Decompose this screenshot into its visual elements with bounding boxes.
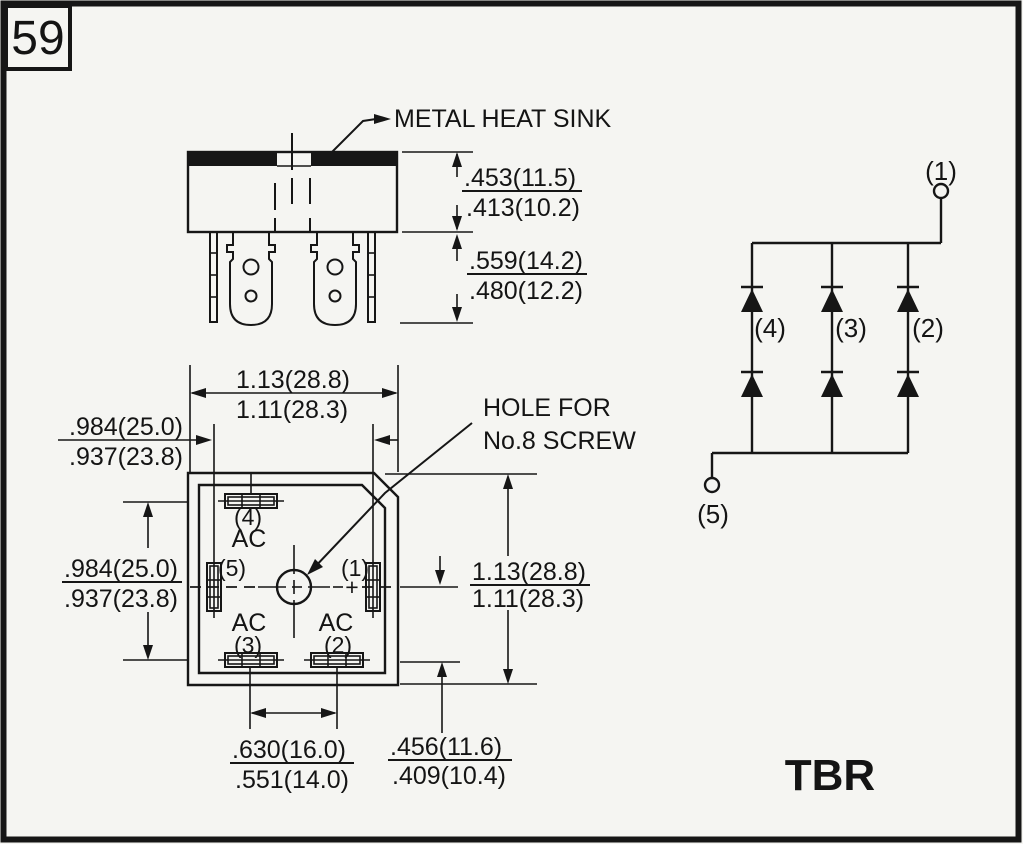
diode-icon [741,289,763,312]
pad3-ac-label: AC [232,609,267,637]
dim-pin-span-h-max: .984(25.0) [69,413,183,441]
dim-pin-span-v-max: .984(25.0) [64,555,178,583]
dim-pin-span-v-min: .937(23.8) [64,585,178,613]
hidden-lines [274,178,311,232]
schematic-label-4: (4) [754,313,786,343]
dim-body-height-max: .453(11.5) [464,164,576,192]
schematic-label-2: (2) [912,313,944,343]
pad-5 [206,424,222,618]
pad5-number: (5) [218,555,246,581]
package-inner-outline [197,483,387,675]
dim-height-min: 1.11(28.3) [472,585,584,613]
page-number-box: 59 [4,4,72,71]
diode-branch-3 [821,285,843,397]
dim-ac-pitch-min: .551(14.0) [235,766,349,794]
dim-width: 1.13(28.8) 1.11(28.3) [189,365,399,472]
dim-pin-span-horizontal: .984(25.0) .937(23.8) [58,413,398,471]
faston-tab [226,232,276,327]
dim-lead-length-max: .559(14.2) [469,247,583,275]
heat-sink-label: METAL HEAT SINK [394,105,612,133]
dim-ac-pitch: .630(16.0) .551(14.0) [230,473,354,794]
schematic-label-3: (3) [835,313,867,343]
dim-center-offset-max: .456(11.6) [390,733,502,761]
dim-width-max: 1.13(28.8) [236,366,350,394]
diode-icon [897,289,919,312]
pad1-polarity-mark: + [345,574,358,600]
diode-branch-4 [741,285,763,397]
dim-pin-span-vertical: .984(25.0) .937(23.8) [62,501,188,661]
pad-1 [365,424,381,618]
diode-icon [897,374,919,397]
schematic-terminal-1: (1) [925,156,957,186]
dim-width-min: 1.11(28.3) [236,396,348,424]
side-lead-right [367,231,376,323]
faston-tab [310,231,360,326]
terminal-5-node [703,476,721,494]
pad4-number: (4) [234,504,262,530]
side-view: METAL HEAT SINK .453(11.5) .413(10.2) .5… [186,105,612,327]
diode-icon [741,374,763,397]
pad3-number: (3) [234,632,262,658]
terminal-1-node [932,182,950,200]
hole-callout: HOLE FOR No.8 SCREW [307,394,636,575]
diode-icon [821,289,843,312]
dim-center-offset: .456(11.6) .409(10.4) [388,556,512,790]
page-number: 59 [11,12,64,65]
hole-label-line1: HOLE FOR [483,394,611,422]
dim-lead-length-min: .480(12.2) [469,277,583,305]
heat-sink-bar-left [188,151,277,166]
hole-label-line2: No.8 SCREW [483,427,636,455]
diode-icon [821,374,843,397]
side-view-dimensions: .453(11.5) .413(10.2) .559(14.2) .480(12… [400,151,587,324]
pad4-ac-label: AC [232,525,267,553]
bottom-view: (4) AC (5) (1) + AC (3) AC (2) HOLE FOR … [58,365,636,794]
dim-body-height-min: .413(10.2) [466,194,580,222]
dim-center-offset-min: .409(10.4) [392,762,506,790]
dim-height-max: 1.13(28.8) [472,558,586,586]
leader-arrow-icon [307,559,323,575]
pad-3 [218,652,284,668]
schematic-terminal-5: (5) [697,499,729,529]
pad2-ac-label: AC [319,609,354,637]
pad2-number: (2) [324,632,352,658]
side-lead-left [209,231,218,323]
bridge-schematic: (1) (4) (3) (2) (5) [697,156,957,529]
pad1-number: (1) [341,555,369,581]
package-outline [186,471,400,687]
heat-sink-bar-right [311,151,397,166]
heat-sink-callout: METAL HEAT SINK [331,105,612,153]
package-name: TBR [785,751,875,800]
dim-pin-span-h-min: .937(23.8) [69,443,183,471]
dim-height: 1.13(28.8) 1.11(28.3) [385,473,590,685]
mounting-hole [258,545,330,638]
leader-arrow-icon [374,114,391,124]
dim-ac-pitch-max: .630(16.0) [232,736,346,764]
diode-branch-2 [897,285,919,397]
